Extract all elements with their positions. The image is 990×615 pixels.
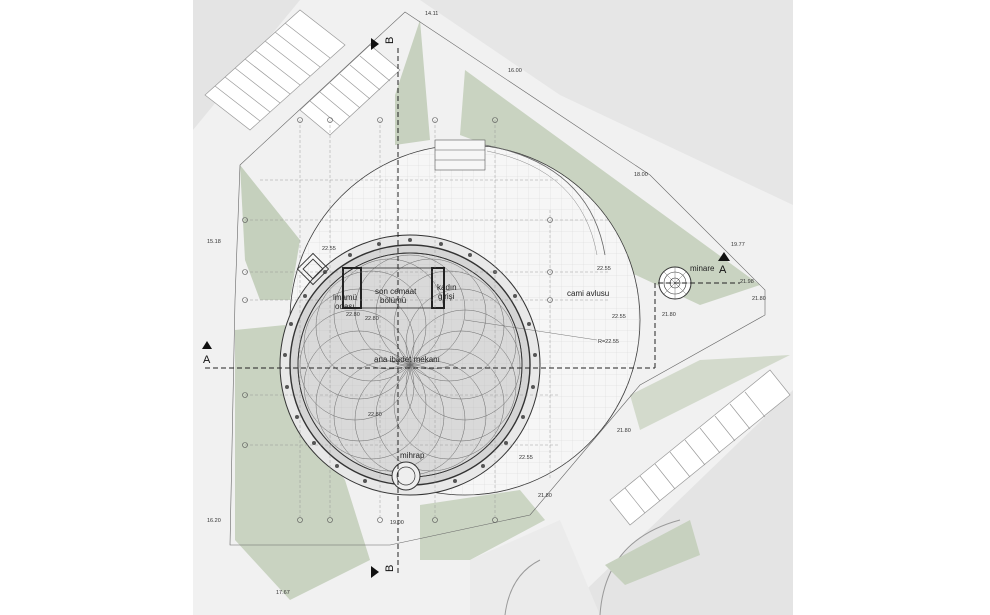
mihrap-niche <box>391 461 421 491</box>
green-southwest <box>235 325 370 600</box>
level-right-lower: 21.80 <box>617 428 631 434</box>
level-far-right: 21.80 <box>752 296 766 302</box>
level-minaret-top: 19.77 <box>731 242 745 248</box>
label-kadin-2: girişi <box>438 292 455 301</box>
label-imam-2: odası <box>335 302 355 311</box>
section-marker-b-bottom: B <box>371 565 396 578</box>
level-left-upper: 15.18 <box>207 239 221 245</box>
label-mihrap: mihrap <box>400 451 425 460</box>
level-hall-left1: 22.80 <box>346 312 360 318</box>
section-marker-a-left: A <box>202 341 212 366</box>
level-right-mid: 21.80 <box>662 312 676 318</box>
green-right <box>630 355 790 430</box>
label-imam-1: imamü <box>333 293 357 302</box>
section-label-a-left: A <box>203 354 211 366</box>
entrance-stair <box>434 139 486 171</box>
section-label-b-bottom: B <box>384 565 396 572</box>
label-kadin-1: kadın <box>437 283 457 292</box>
level-hall-left2: 22.80 <box>365 316 379 322</box>
level-court-inner: 22.55 <box>597 266 611 272</box>
level-hall-lower-right: 22.55 <box>519 455 533 461</box>
parking-bottom-right <box>609 369 791 526</box>
label-son-cemaat-2: bölümü <box>380 296 406 305</box>
section-line-a-jog <box>654 282 740 368</box>
level-hall-center: 22.80 <box>368 412 382 418</box>
level-bottom-center-right: 21.80 <box>538 493 552 499</box>
construction-lines <box>245 120 610 520</box>
interior-walls <box>342 267 445 309</box>
label-son-cemaat-1: son cemaat <box>375 287 417 296</box>
level-bottom-center: 19.00 <box>390 520 404 526</box>
level-ring-top-left: 22.55 <box>322 246 336 252</box>
dome-pattern <box>299 254 521 476</box>
section-marker-a-right: A <box>718 252 730 276</box>
section-label-b-top: B <box>384 37 396 44</box>
label-cami-avlusu: cami avlusu <box>567 289 609 298</box>
level-top: 14.11 <box>425 11 438 17</box>
level-court-inner2: 22.55 <box>612 314 626 320</box>
level-bottom-left: 17.67 <box>276 590 290 596</box>
road-bottom-center <box>470 520 600 615</box>
level-right-upper: 18.00 <box>634 172 648 178</box>
label-ana-ibadet: ana ibadet mekanı <box>374 355 440 364</box>
parking-top-left <box>204 9 401 136</box>
green-north <box>395 20 430 145</box>
level-radius: R=22.55 <box>598 339 619 345</box>
green-west <box>240 165 300 300</box>
grid-markers <box>242 117 553 523</box>
green-southeast <box>605 520 700 585</box>
west-pavilion <box>296 252 330 286</box>
level-top-right: 16.00 <box>508 68 522 74</box>
level-left-lower: 16.20 <box>207 518 221 524</box>
ramp <box>484 144 606 256</box>
green-northeast <box>460 70 760 305</box>
section-marker-b-top: B <box>371 37 396 50</box>
roundabout-curb <box>504 519 681 615</box>
level-annotations: 14.11 16.00 18.00 15.18 19.77 21.98 21.8… <box>207 11 766 596</box>
level-minaret-side: 21.98 <box>740 279 754 285</box>
radius-leader <box>464 319 598 341</box>
site-boundary <box>229 11 766 546</box>
road-top-right <box>420 0 793 205</box>
label-minare: minare <box>690 264 715 273</box>
section-label-a-right: A <box>719 264 727 276</box>
